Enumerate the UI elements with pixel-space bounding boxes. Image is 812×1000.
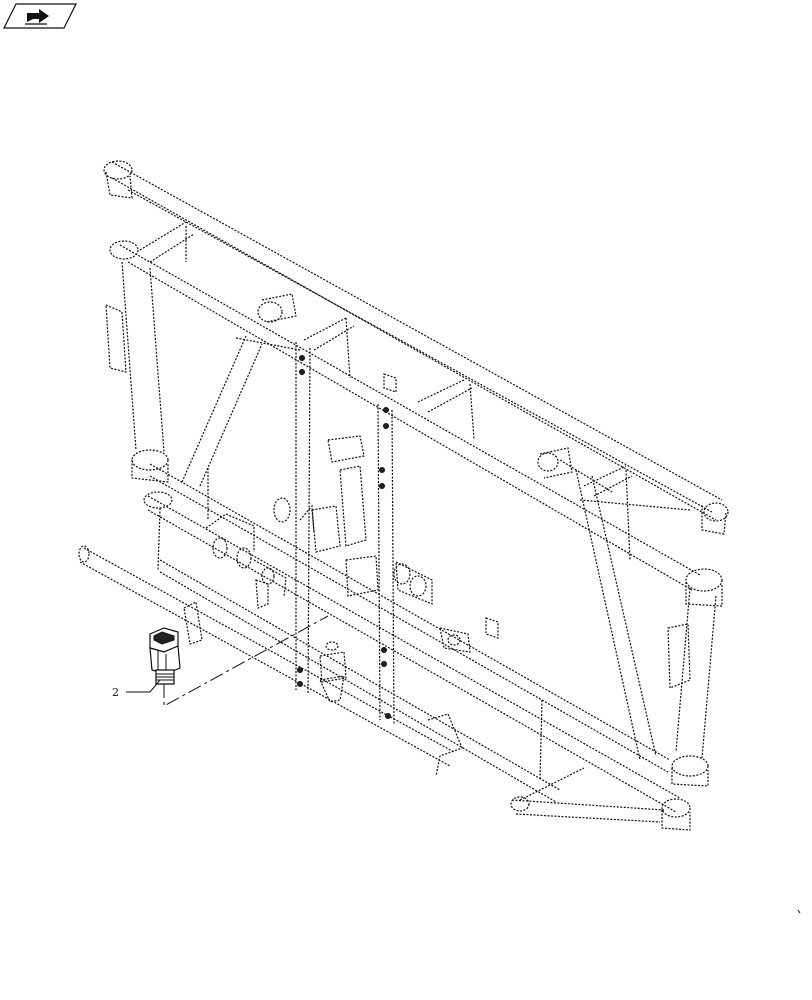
callout-label-2: 2 bbox=[112, 686, 119, 699]
boom-frame-assembly bbox=[78, 160, 729, 831]
forward-nav-button[interactable] bbox=[3, 3, 77, 29]
valve-manifold bbox=[205, 293, 573, 703]
corner-mark bbox=[797, 909, 801, 914]
assembly-phantom-line bbox=[163, 615, 329, 707]
forward-page-icon bbox=[3, 3, 77, 29]
callout-leader-line bbox=[126, 679, 161, 693]
pressure-sensor-part bbox=[149, 627, 181, 685]
